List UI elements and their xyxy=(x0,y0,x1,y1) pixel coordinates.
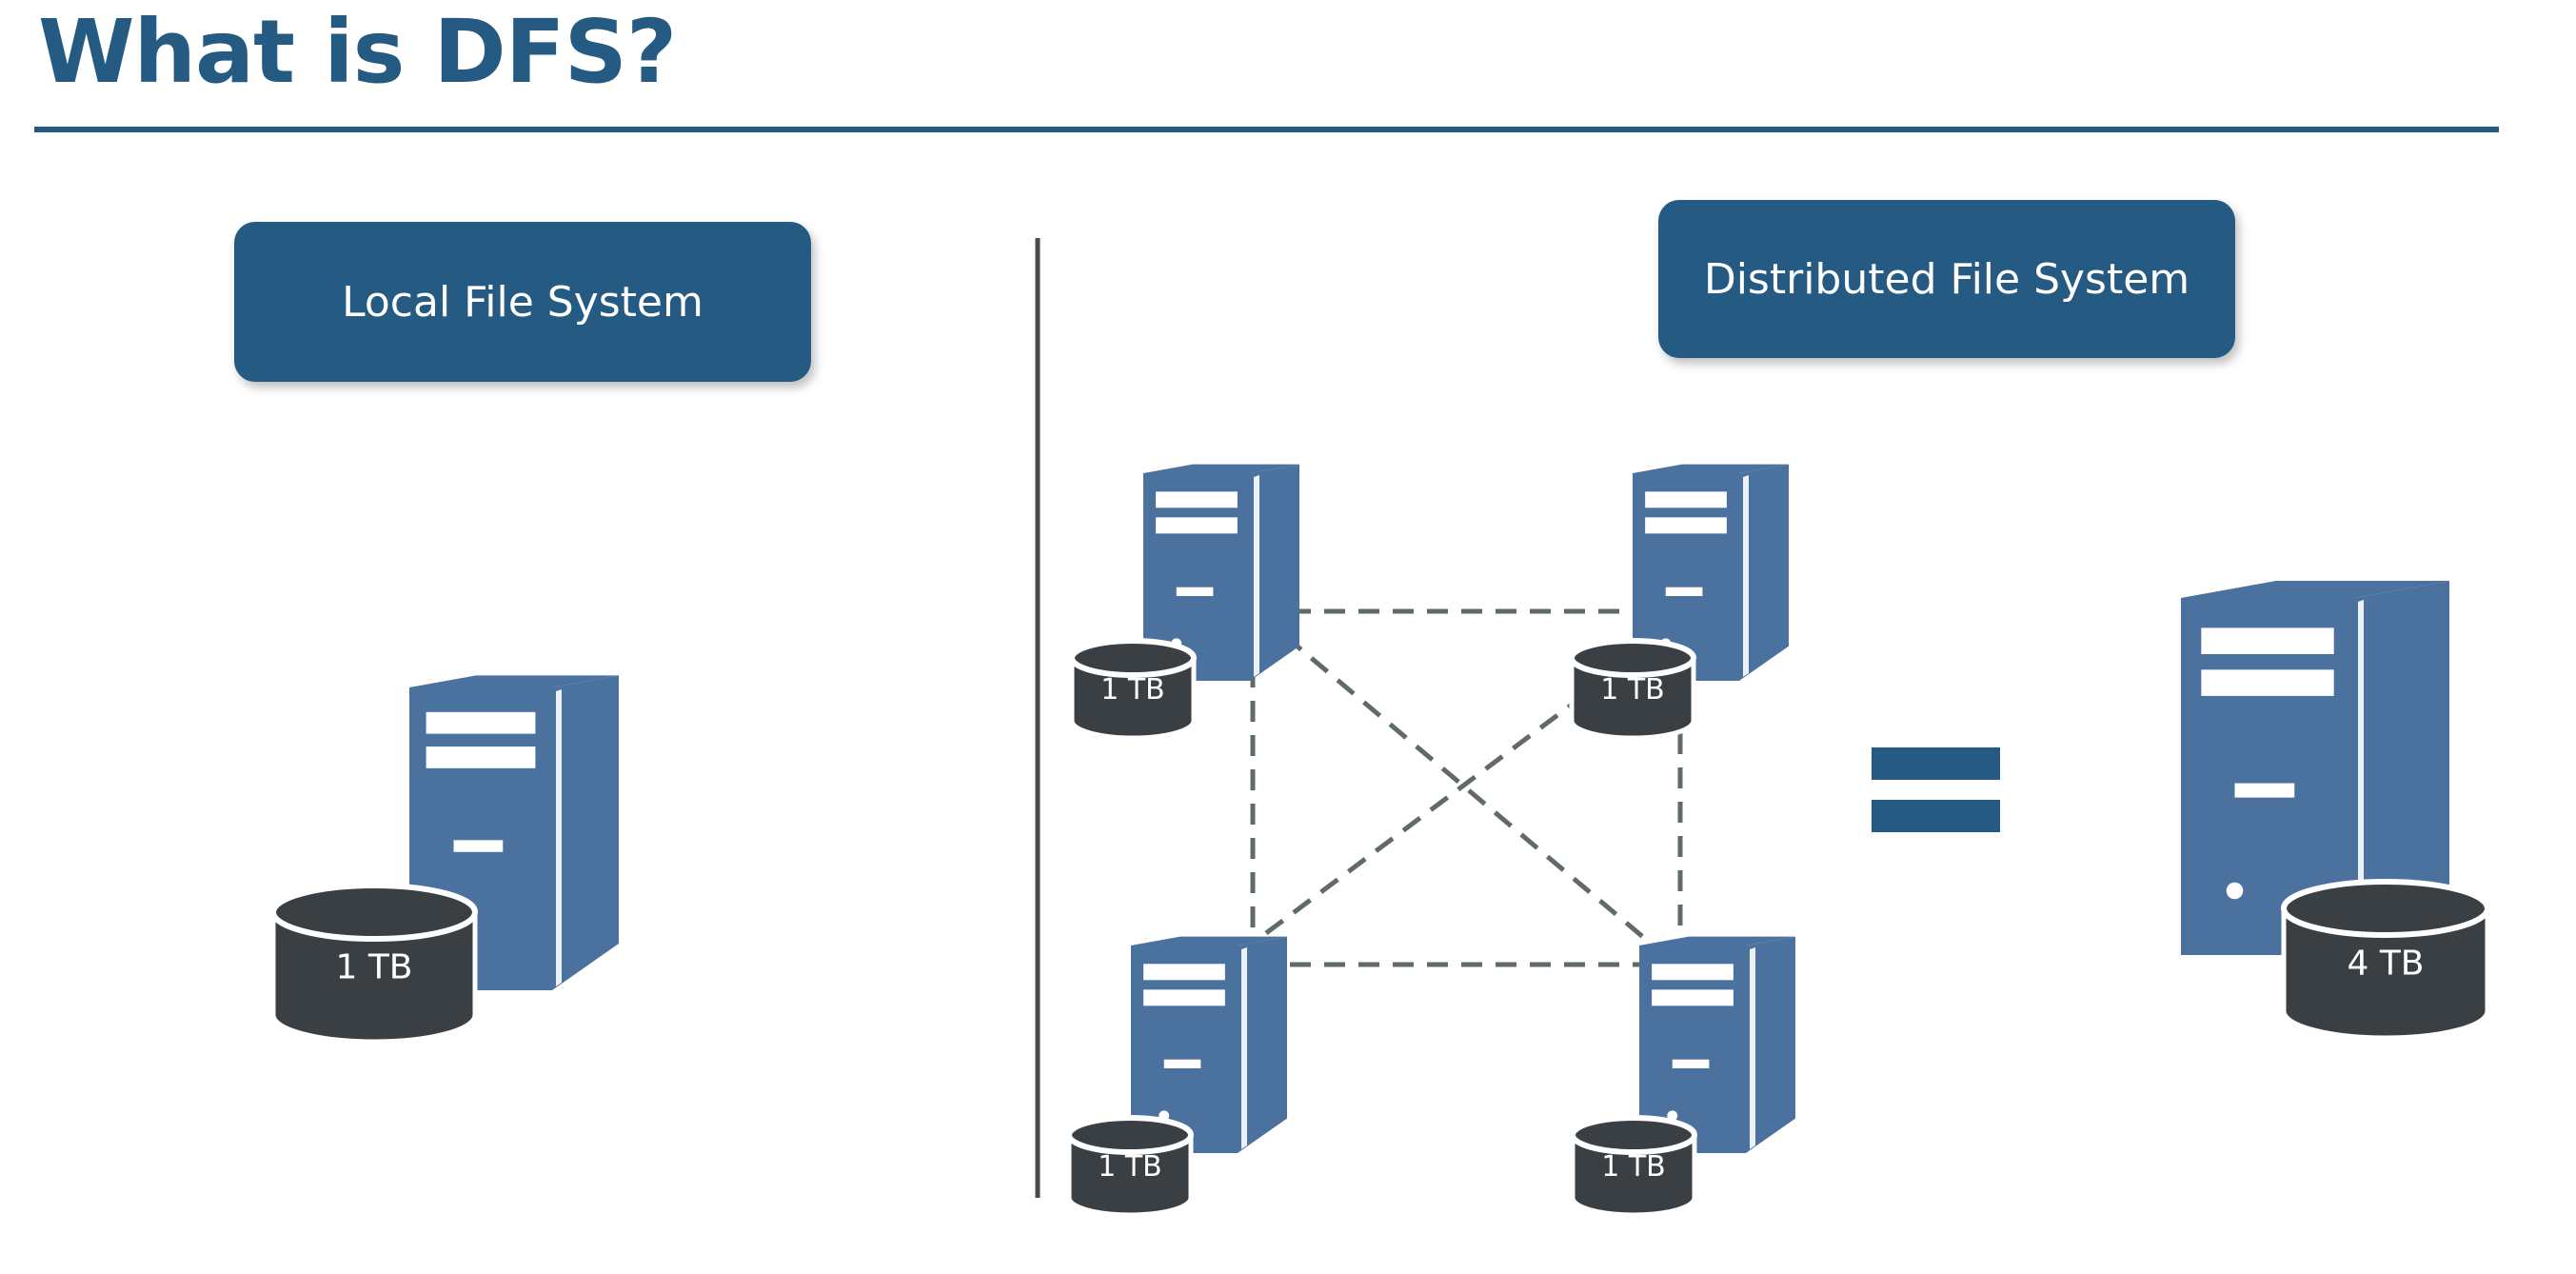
node-connections xyxy=(1250,608,1683,967)
node-bottom-left-server-icon xyxy=(1131,936,1287,1153)
node-top-right-disk: 1 TB xyxy=(1569,638,1696,741)
local-disk-1tb-label: 1 TB xyxy=(335,947,412,986)
node-top-left-server-icon xyxy=(1143,464,1299,681)
node-top-left-disk: 1 TB xyxy=(1069,638,1197,741)
distributed-file-system-text: Distributed File System xyxy=(1703,254,2190,304)
distributed-file-system-label: Distributed File System xyxy=(1658,200,2235,358)
node-bottom-right-server-icon xyxy=(1639,936,1795,1153)
node-bottom-right-disk-label: 1 TB xyxy=(1601,1150,1666,1184)
combined-disk-4tb: 4 TB xyxy=(2281,879,2490,1041)
slide-title: What is DFS? xyxy=(38,1,677,103)
title-underline xyxy=(34,127,2499,132)
node-bottom-left-disk-label: 1 TB xyxy=(1098,1150,1162,1184)
node-bottom-left-disk: 1 TB xyxy=(1066,1115,1194,1218)
connector-diagonal-up xyxy=(1264,699,1577,936)
combined-disk-4tb-label: 4 TB xyxy=(2347,944,2424,983)
node-top-right-disk-label: 1 TB xyxy=(1600,673,1665,707)
local-server-icon xyxy=(409,675,619,990)
node-bottom-right-disk: 1 TB xyxy=(1570,1115,1697,1218)
local-file-system-text: Local File System xyxy=(342,277,703,327)
local-file-system-label: Local File System xyxy=(234,222,811,382)
connector-diagonal-down xyxy=(1283,634,1663,954)
equals-sign-icon xyxy=(1872,747,2000,832)
node-top-left-disk-label: 1 TB xyxy=(1100,673,1165,707)
local-disk-1tb: 1 TB xyxy=(270,883,478,1045)
